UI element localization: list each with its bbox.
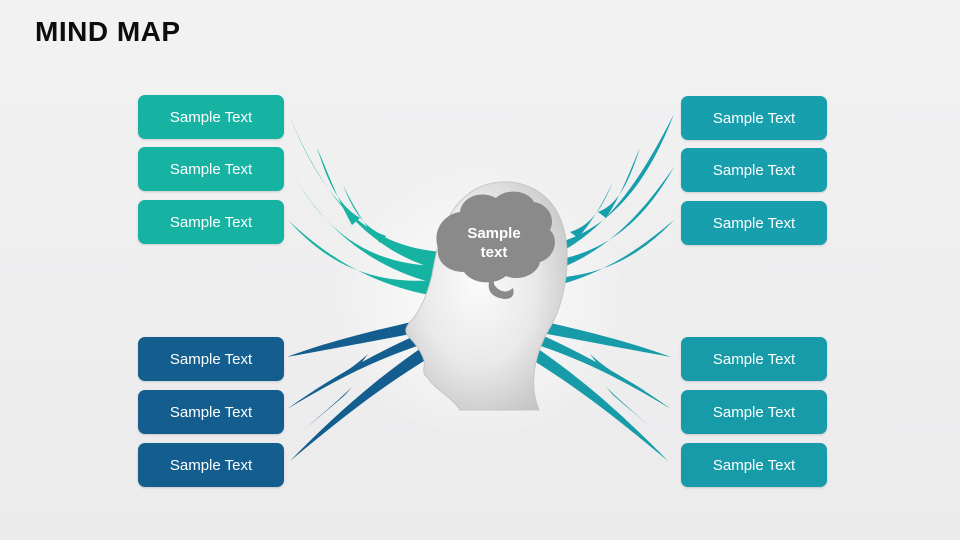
- center-label-line1: Sample: [467, 225, 520, 242]
- node-top-left-3: Sample Text: [138, 200, 284, 244]
- branches-bottom-left: [287, 318, 442, 461]
- node-label: Sample Text: [169, 213, 253, 231]
- node-bottom-right-3: Sample Text: [681, 443, 827, 487]
- node-label: Sample Text: [712, 109, 796, 127]
- branches-bottom-right: [516, 318, 671, 461]
- node-label: Sample Text: [169, 403, 253, 421]
- node-label: Sample Text: [169, 108, 253, 126]
- center-label-line2: text: [481, 244, 508, 261]
- node-bottom-left-3: Sample Text: [138, 443, 284, 487]
- node-bottom-right-2: Sample Text: [681, 390, 827, 434]
- node-top-right-3: Sample Text: [681, 201, 827, 245]
- node-bottom-left-1: Sample Text: [138, 337, 284, 381]
- node-label: Sample Text: [712, 456, 796, 474]
- node-label: Sample Text: [712, 161, 796, 179]
- node-label: Sample Text: [169, 350, 253, 368]
- node-top-right-1: Sample Text: [681, 96, 827, 140]
- node-top-left-2: Sample Text: [138, 147, 284, 191]
- node-bottom-left-2: Sample Text: [138, 390, 284, 434]
- node-label: Sample Text: [169, 160, 253, 178]
- node-label: Sample Text: [712, 403, 796, 421]
- branches-top-left: [288, 112, 445, 296]
- node-top-right-2: Sample Text: [681, 148, 827, 192]
- node-top-left-1: Sample Text: [138, 95, 284, 139]
- node-bottom-right-1: Sample Text: [681, 337, 827, 381]
- node-label: Sample Text: [169, 456, 253, 474]
- brain-icon: [436, 191, 555, 299]
- node-label: Sample Text: [712, 350, 796, 368]
- node-label: Sample Text: [712, 214, 796, 232]
- page-title: MIND MAP: [35, 16, 181, 47]
